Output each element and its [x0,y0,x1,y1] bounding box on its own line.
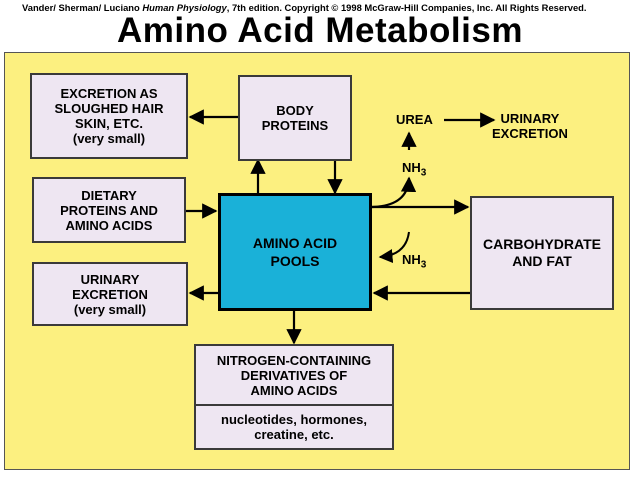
urea-label: UREA [396,112,433,127]
amino-acid-pools-box: AMINO ACID POOLS [218,193,372,311]
excretion-sloughed-box: EXCRETION AS SLOUGHED HAIR SKIN, ETC. (v… [30,73,188,159]
arrow-nh3-release [371,176,417,209]
nitrogen-derivatives-box: NITROGEN-CONTAINING DERIVATIVES OF AMINO… [194,344,394,406]
arrow-nh3-uptake [378,231,410,264]
urinary-excretion-label: URINARY EXCRETION [492,111,568,141]
body-proteins-box: BODY PROTEINS [238,75,352,161]
urinary-small-box: URINARY EXCRETION (very small) [32,262,188,326]
nh3-bottom-label: NH3 [402,252,427,271]
page-title: Amino Acid Metabolism [117,11,523,50]
nitrogen-examples-box: nucleotides, hormones, creatine, etc. [194,404,394,450]
nh3-top-label: NH3 [402,160,427,179]
dietary-box: DIETARY PROTEINS AND AMINO ACIDS [32,177,186,243]
copyright-credit: Vander/ Sherman/ Luciano Human Physiolog… [22,2,587,13]
carbohydrate-fat-box: CARBOHYDRATE AND FAT [470,196,614,310]
